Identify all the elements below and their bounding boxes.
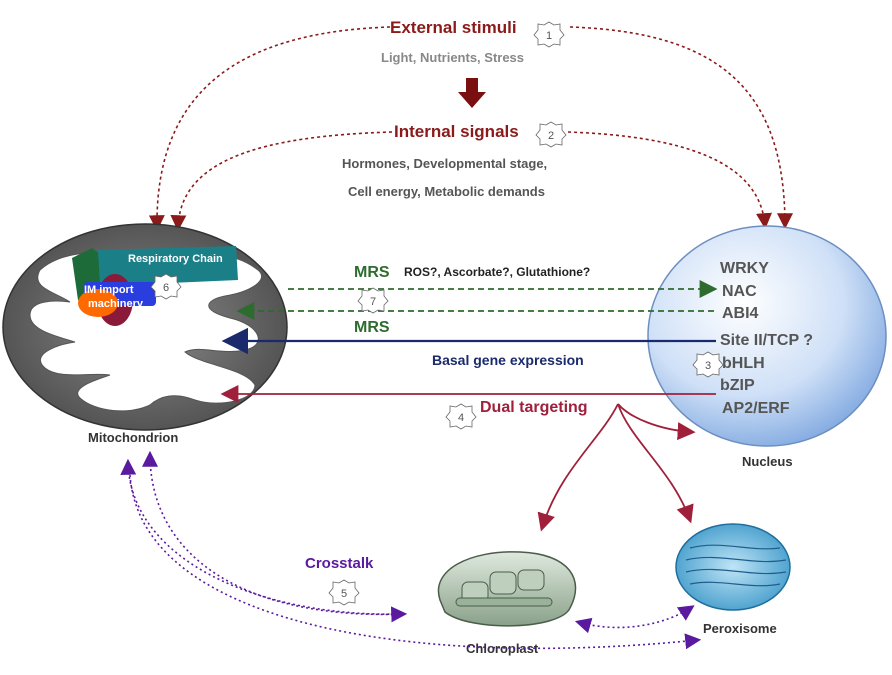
step-4-badge: 4 (445, 403, 477, 430)
peroxisome (675, 523, 791, 611)
external-stimuli-title: External stimuli (390, 18, 517, 37)
transcription-factor-list: WRKY NAC ABI4 Site II/TCP ? bHLH bZIP AP… (720, 260, 813, 417)
basal-gene-expression-label: Basal gene expression (432, 352, 584, 368)
respiratory-chain-label: Respiratory Chain (128, 253, 223, 265)
chloroplast-label: Chloroplast (466, 641, 539, 656)
step-2-badge: 2 (535, 121, 567, 148)
im-import-label-2: machinery (88, 298, 144, 310)
orange-complex (78, 289, 118, 317)
nucleus-label: Nucleus (742, 454, 793, 469)
tf-bhlh: bHLH (722, 355, 765, 372)
svg-text:5: 5 (341, 588, 347, 600)
tf-bzip: bZIP (720, 377, 755, 394)
svg-text:3: 3 (705, 360, 711, 372)
tf-abi4: ABI4 (722, 305, 759, 322)
external-signal-arrows (148, 26, 793, 232)
step-5-badge: 5 (328, 579, 360, 606)
svg-text:6: 6 (163, 282, 169, 294)
step-1-badge: 1 (533, 21, 565, 48)
external-to-mito-arrow (148, 26, 391, 232)
tf-ap2-erf: AP2/ERF (722, 400, 790, 417)
mitochondrion: Respiratory Chain IM import machinery 6 (2, 223, 288, 431)
internal-signals-line2: Cell energy, Metabolic demands (348, 184, 545, 199)
mrs-signals: ROS?, Ascorbate?, Glutathione? (404, 265, 590, 279)
step-3-badge: 3 (692, 351, 724, 378)
svg-text:7: 7 (370, 296, 376, 308)
tf-nac: NAC (722, 283, 757, 300)
dual-targeting-label: Dual targeting (480, 399, 588, 416)
internal-to-nucleus-arrow (567, 131, 772, 230)
step-7-badge: 7 (357, 287, 389, 314)
tf-wrky: WRKY (720, 260, 769, 277)
external-stimuli-subtitle: Light, Nutrients, Stress (381, 50, 524, 65)
mrs-label-2: MRS (354, 319, 390, 336)
tf-site-ii-tcp: Site II/TCP ? (720, 332, 813, 349)
im-import-label-1: IM import (84, 284, 134, 296)
down-arrow-icon (458, 78, 486, 108)
internal-signals-title: Internal signals (394, 122, 519, 141)
svg-text:2: 2 (548, 130, 554, 142)
mrs-label-1: MRS (354, 264, 390, 281)
crosstalk-label: Crosstalk (305, 555, 374, 572)
peroxisome-label: Peroxisome (703, 621, 777, 636)
dual-targeting-branches (537, 403, 696, 532)
respiratory-chain-band (98, 246, 238, 286)
step-6-badge: 6 (150, 273, 182, 300)
svg-text:1: 1 (546, 30, 552, 42)
chloroplast (437, 551, 577, 627)
internal-to-mito-arrow (170, 131, 393, 232)
internal-signals-line1: Hormones, Developmental stage, (342, 156, 547, 171)
svg-text:4: 4 (458, 412, 464, 424)
external-to-nucleus-arrow (569, 26, 793, 230)
mitochondrion-label: Mitochondrion (88, 430, 178, 445)
crosstalk-arrows (120, 450, 702, 650)
